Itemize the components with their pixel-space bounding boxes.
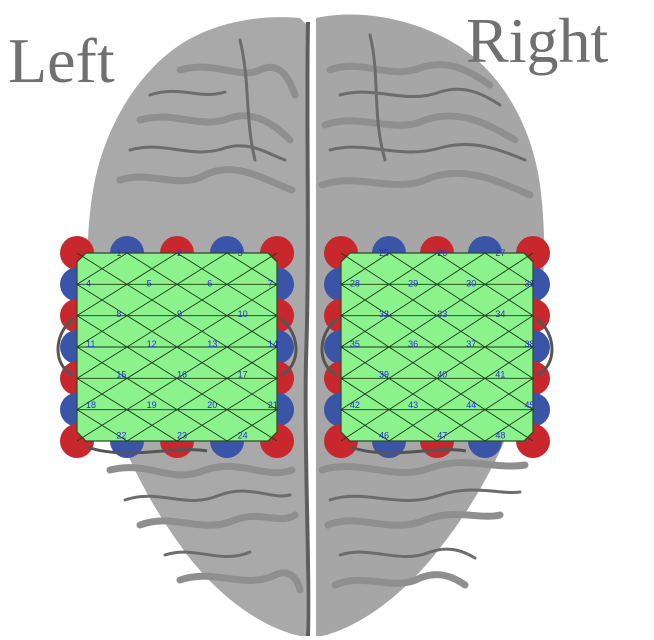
channel-number: 42 — [350, 400, 360, 410]
channel-number: 41 — [495, 370, 505, 380]
channel-number: 35 — [350, 339, 360, 349]
channel-number: 10 — [238, 309, 248, 319]
channel-number: 8 — [116, 309, 121, 319]
channel-number: 44 — [466, 400, 476, 410]
channel-number: 28 — [350, 278, 360, 288]
channel-number: 19 — [147, 400, 157, 410]
channel-number: 30 — [466, 278, 476, 288]
channel-number: 15 — [116, 370, 126, 380]
channel-number: 43 — [408, 400, 418, 410]
channel-number: 25 — [379, 248, 389, 258]
channel-number: 2 — [177, 248, 182, 258]
channel-number: 48 — [495, 430, 505, 440]
channel-number: 12 — [147, 339, 157, 349]
channel-number: 16 — [177, 370, 187, 380]
channel-number: 5 — [147, 278, 152, 288]
channel-number: 21 — [268, 400, 278, 410]
right-label: Right — [466, 5, 608, 76]
longitudinal-fissure — [306, 22, 309, 636]
channel-number: 47 — [437, 430, 447, 440]
channel-number: 3 — [238, 248, 243, 258]
channel-number: 11 — [86, 339, 95, 349]
channel-number: 7 — [268, 278, 273, 288]
channel-number: 46 — [379, 430, 389, 440]
channel-number: 32 — [379, 309, 389, 319]
channel-number: 31 — [525, 278, 535, 288]
channel-number: 24 — [238, 430, 248, 440]
channel-number: 4 — [86, 278, 91, 288]
channel-number: 22 — [116, 430, 126, 440]
channel-number: 27 — [495, 248, 505, 258]
channel-number: 29 — [408, 278, 418, 288]
channel-number: 18 — [86, 400, 96, 410]
channel-number: 34 — [495, 309, 505, 319]
channel-number: 14 — [268, 339, 278, 349]
left-label: Left — [8, 25, 115, 96]
channel-number: 26 — [437, 248, 447, 258]
channel-number: 37 — [466, 339, 476, 349]
channel-number: 6 — [207, 278, 212, 288]
channel-number: 9 — [177, 309, 182, 319]
channel-number: 20 — [207, 400, 217, 410]
right-probe-array: 25 26 27 28 29 30 31 32 33 34 35 36 37 38 39 40 41 42 43 44… — [322, 236, 552, 458]
channel-number: 33 — [437, 309, 447, 319]
channel-number: 39 — [379, 370, 389, 380]
channel-number: 23 — [177, 430, 187, 440]
channel-number: 1 — [116, 248, 121, 258]
channel-number: 13 — [207, 339, 217, 349]
channel-number: 40 — [437, 370, 447, 380]
channel-number: 17 — [238, 370, 248, 380]
channel-number: 45 — [525, 400, 535, 410]
channel-number: 36 — [408, 339, 418, 349]
channel-number: 38 — [525, 339, 535, 349]
